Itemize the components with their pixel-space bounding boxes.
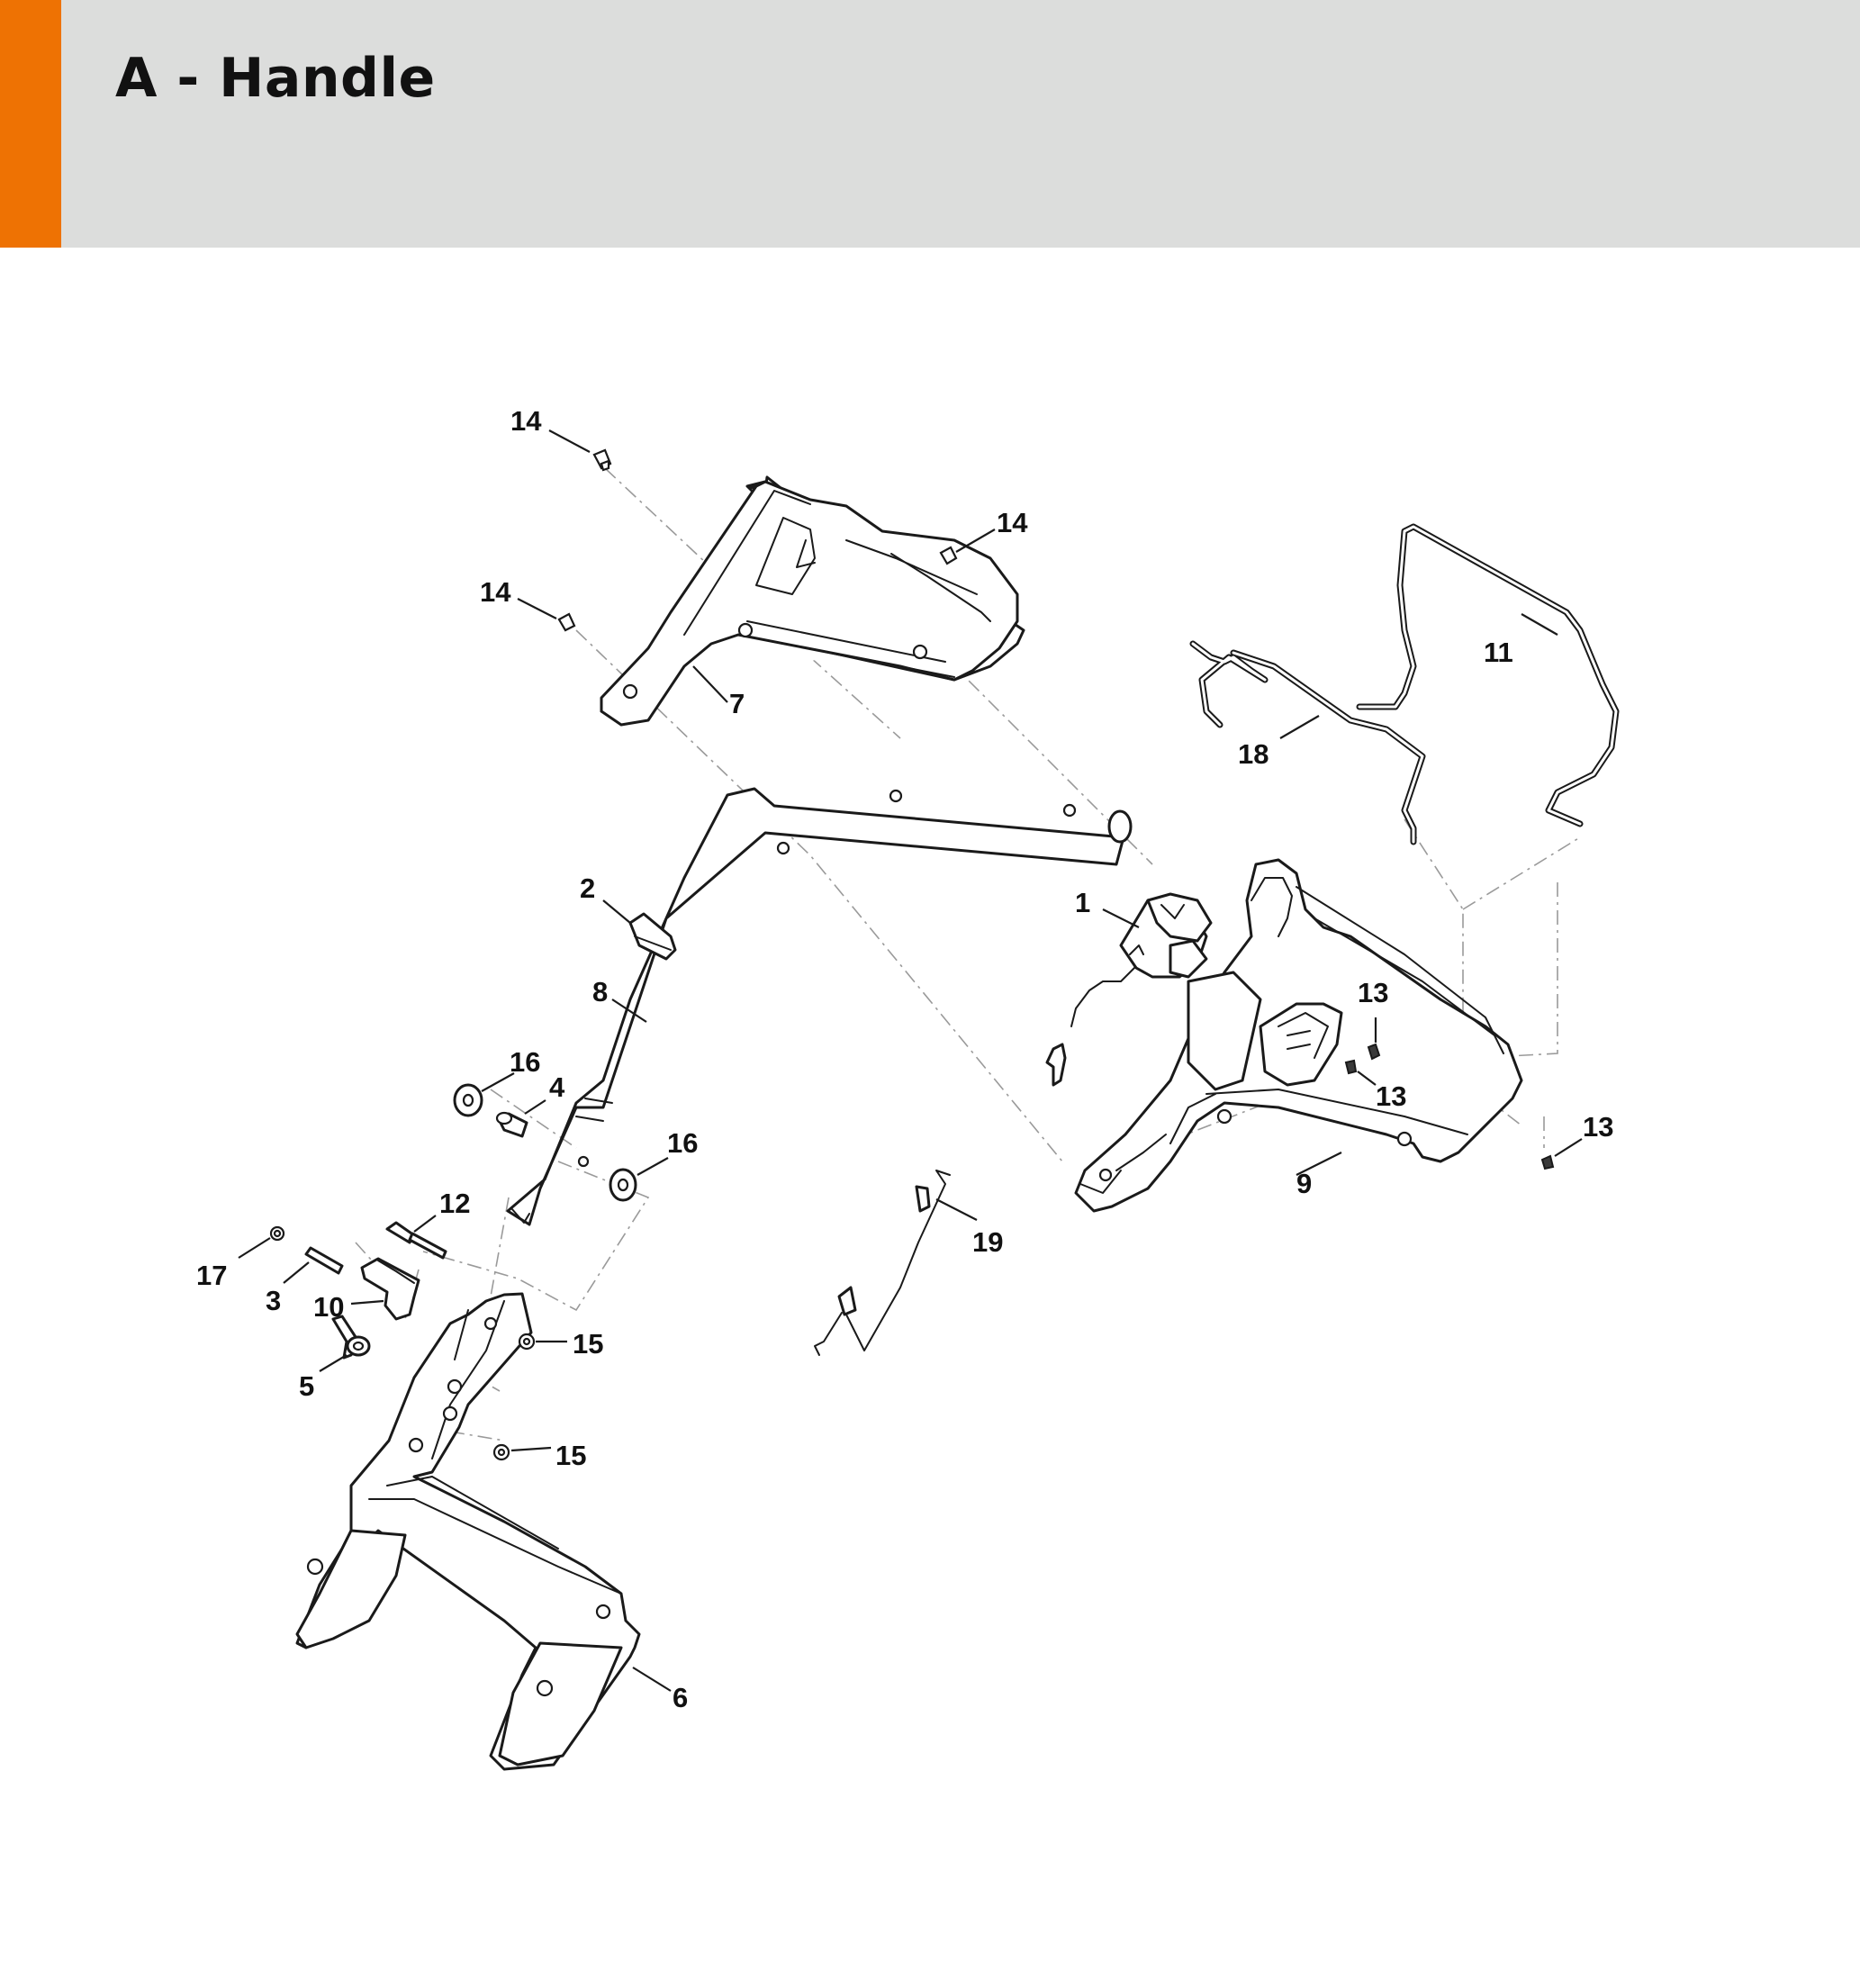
page-title: A - Handle [115, 47, 436, 110]
part-15-nut-a [518, 1333, 536, 1351]
callout-9: 9 [1296, 1168, 1312, 1199]
part-10-lever [360, 1257, 420, 1321]
part-4-sleeve [495, 1111, 528, 1138]
part-13-screw-b [1344, 1059, 1358, 1075]
part-16-washer-lower [609, 1168, 637, 1202]
callout-14-left: 14 [480, 576, 511, 608]
callout-2: 2 [580, 872, 595, 904]
callout-1: 1 [1075, 887, 1090, 918]
part-16-washer-upper [453, 1083, 483, 1117]
part-14-screw-c [557, 612, 576, 632]
callout-15-upper: 15 [573, 1328, 603, 1360]
callout-16-upper: 16 [510, 1046, 540, 1078]
part-13-screw-c [1540, 1154, 1555, 1170]
callout-15-lower: 15 [555, 1440, 586, 1471]
part-12-screw [385, 1221, 447, 1260]
callout-3: 3 [266, 1285, 281, 1316]
part-8-handle-tube [506, 787, 1133, 1226]
callout-19: 19 [972, 1226, 1003, 1258]
part-3-pin [304, 1246, 344, 1275]
callout-18: 18 [1238, 738, 1269, 770]
callout-leaders [238, 429, 1583, 1692]
callout-10: 10 [313, 1291, 344, 1323]
callout-14-top: 14 [510, 405, 542, 437]
part-13-screw-a [1367, 1043, 1381, 1061]
header-banner: A - Handle [0, 0, 1860, 248]
callout-labels: 14 14 14 7 11 18 2 1 8 13 13 13 9 19 16 … [196, 405, 1613, 1713]
part-6-lower-handle-frame [295, 1292, 641, 1771]
part-15-nut-b [492, 1443, 510, 1461]
part-17-nut [269, 1225, 285, 1242]
part-2-knob [628, 912, 677, 961]
callout-4: 4 [549, 1071, 565, 1103]
callout-13-top: 13 [1358, 977, 1388, 1008]
part-11-control-bail [1356, 523, 1620, 827]
callout-11: 11 [1484, 637, 1513, 668]
part-14-screw-a [592, 448, 612, 472]
callout-16-lower: 16 [667, 1127, 698, 1159]
part-18-wire-linkage [1189, 640, 1426, 845]
callout-7: 7 [729, 688, 745, 719]
callout-13-middle: 13 [1376, 1080, 1406, 1112]
callout-14-right: 14 [997, 507, 1028, 538]
callout-12: 12 [439, 1188, 470, 1219]
callout-8: 8 [592, 976, 608, 1008]
part-9-upper-handlebar [1074, 858, 1523, 1213]
callout-5: 5 [299, 1370, 314, 1402]
callout-17: 17 [196, 1260, 227, 1291]
part-14-screw-b [939, 546, 958, 565]
part-1-switch-box [1045, 892, 1213, 1087]
part-19-bowden-cable [814, 1170, 951, 1356]
part-5-spring [331, 1315, 371, 1360]
callout-13-right: 13 [1583, 1111, 1613, 1143]
callout-6: 6 [673, 1682, 688, 1713]
part-7-upper-handle-cover [600, 475, 1025, 727]
accent-bar [0, 0, 61, 248]
